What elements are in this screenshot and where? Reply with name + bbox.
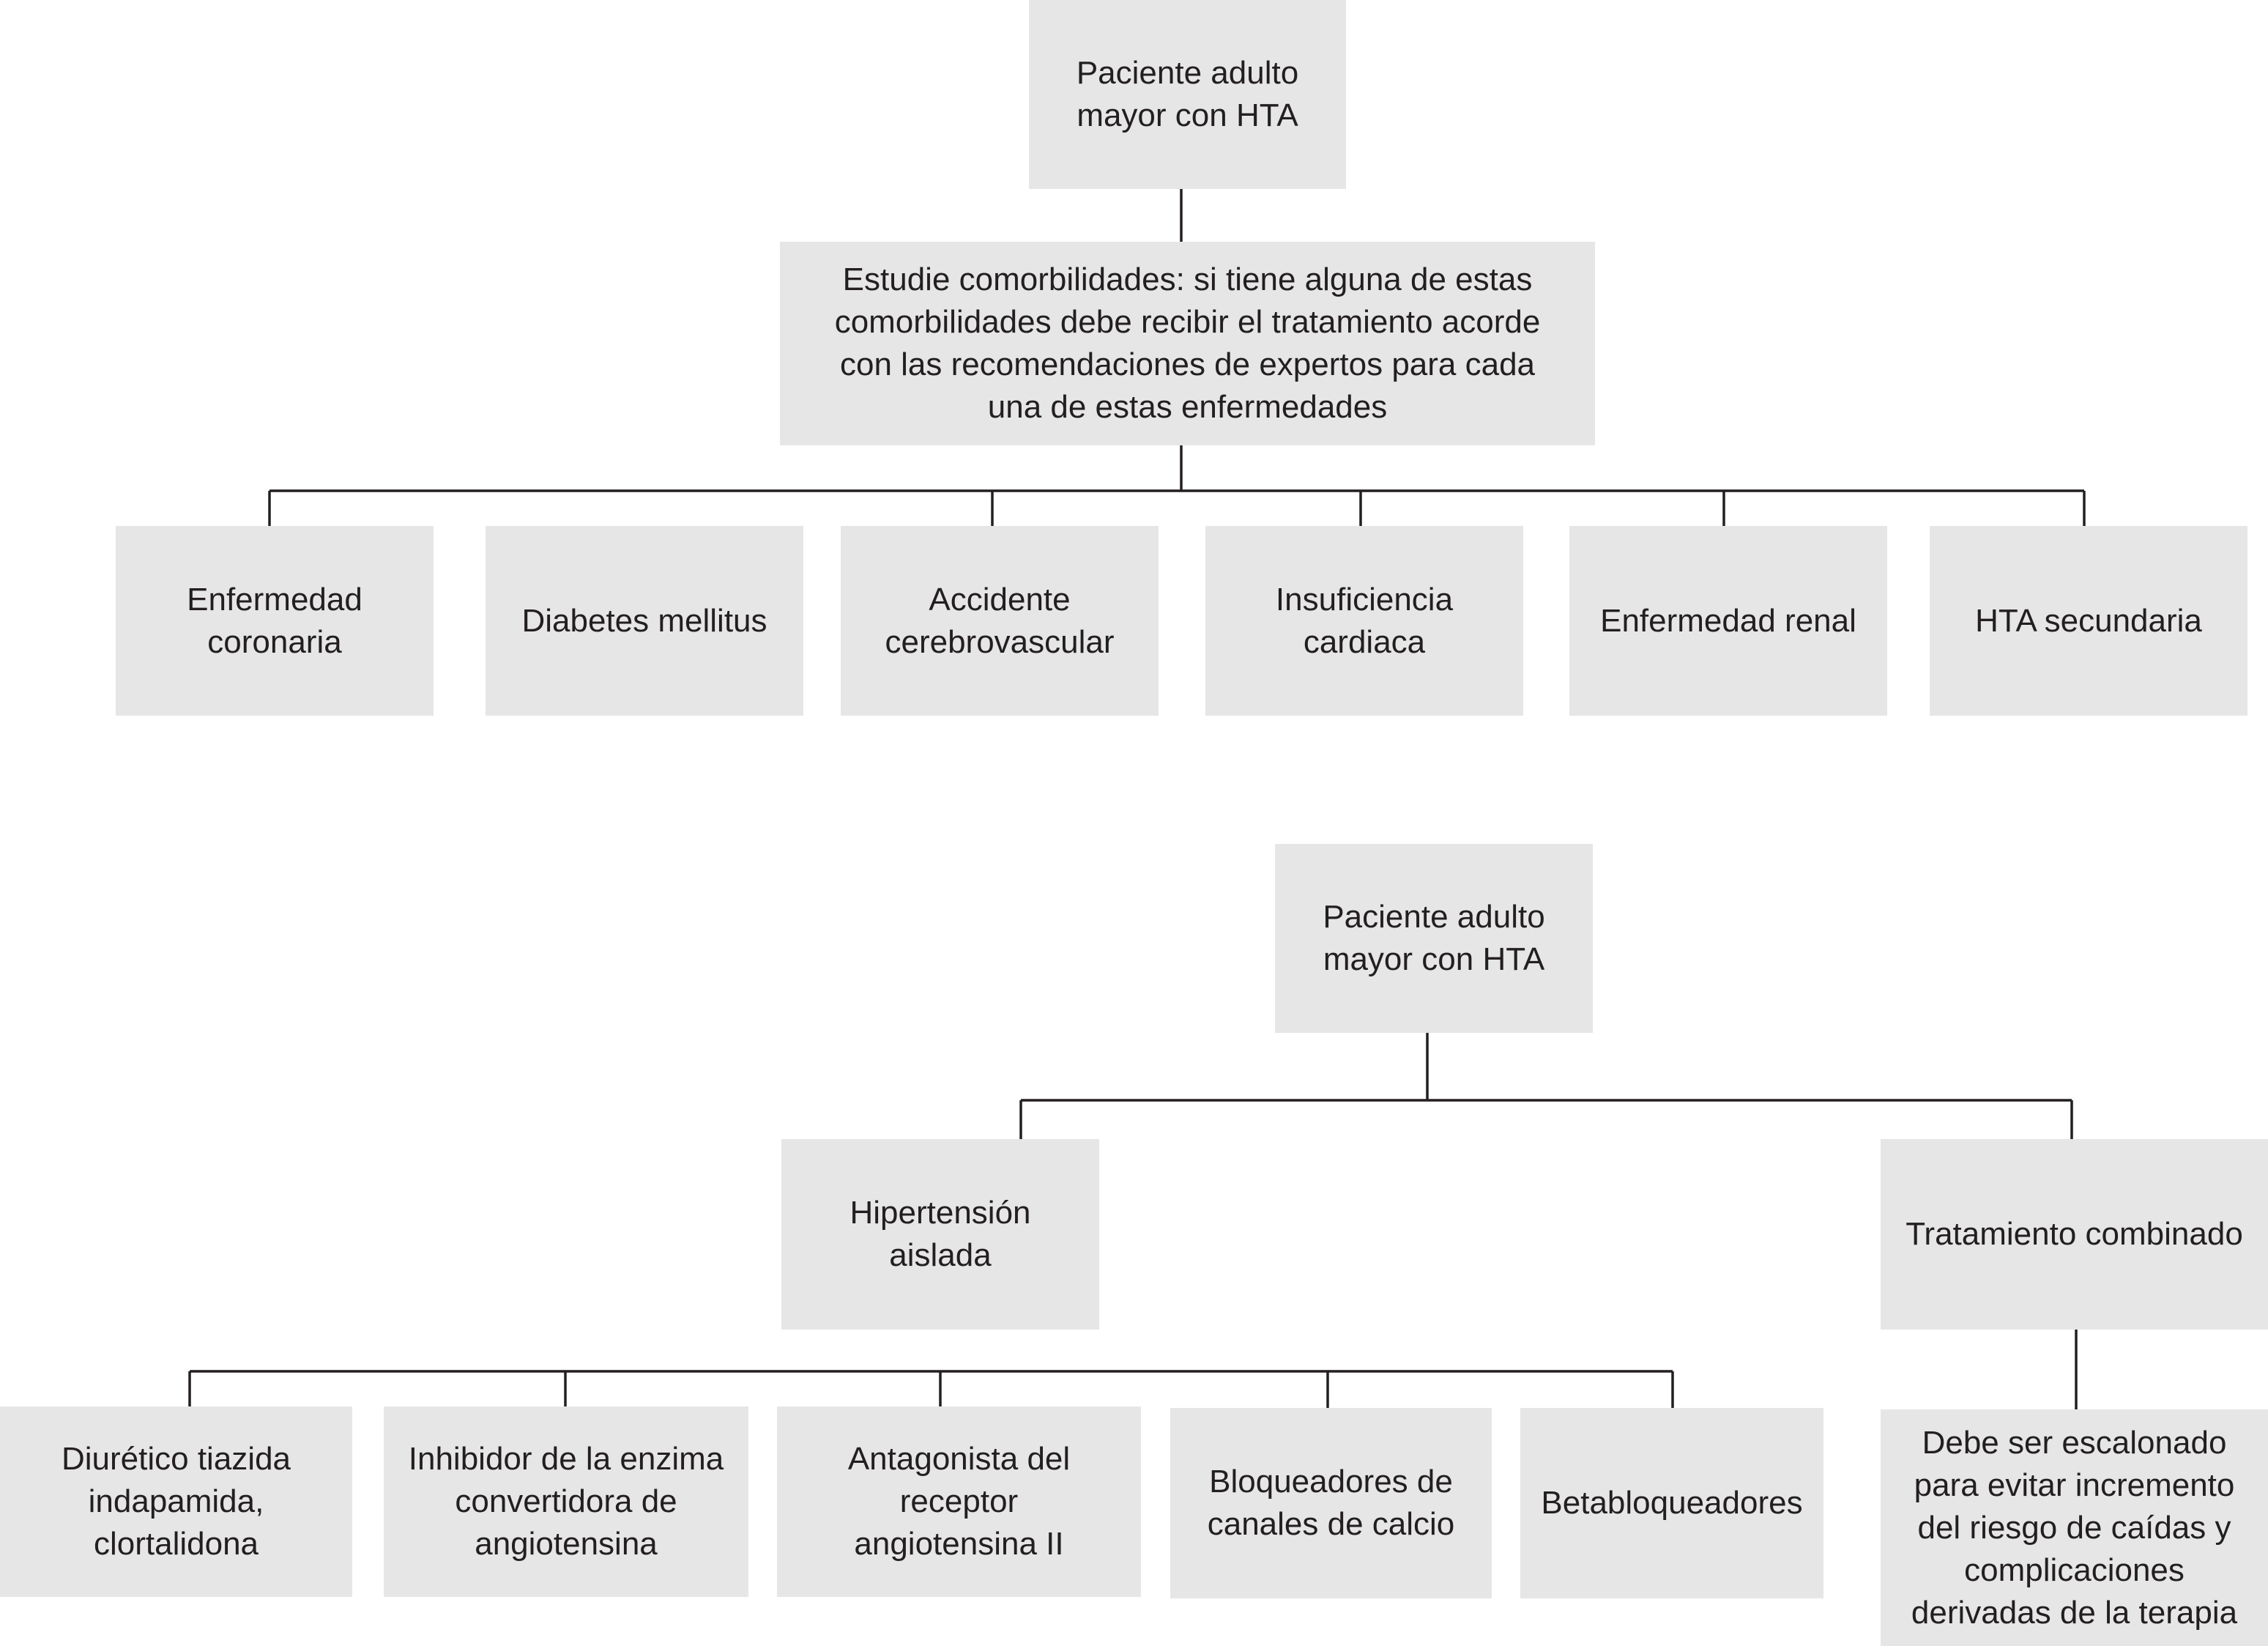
comorbidity-diabetes-mellitus: Diabetes mellitus [486, 526, 803, 716]
comorbidity-insuficiencia-cardiaca: Insuficiencia cardiaca [1205, 526, 1523, 716]
drug-antagonista-receptor-angiotensina: Antagonista del receptor angiotensina II [777, 1406, 1141, 1597]
comorbidity-accidente-cerebrovascular: Accidente cerebrovascular [841, 526, 1159, 716]
comorbidity-enfermedad-coronaria: Enfermedad coronaria [116, 526, 434, 716]
drug-betabloqueadores: Betabloqueadores [1520, 1408, 1823, 1598]
study-comorbidities-node: Estudie comorbilidades: si tiene alguna … [780, 242, 1595, 445]
root-node-paciente-2: Paciente adulto mayor con HTA [1275, 844, 1593, 1033]
node-hipertension-aislada: Hipertensión aislada [781, 1139, 1099, 1330]
comorbidity-hta-secundaria: HTA secundaria [1930, 526, 2247, 716]
node-escalonado-note: Debe ser escalonado para evitar incremen… [1881, 1409, 2268, 1646]
comorbidity-enfermedad-renal: Enfermedad renal [1569, 526, 1887, 716]
drug-inhibidor-enzima-convertidora: Inhibidor de la enzima convertidora de a… [384, 1406, 748, 1597]
drug-diuretico-tiazida: Diurético tiazida indapamida, clortalido… [0, 1406, 352, 1597]
root-node-paciente: Paciente adulto mayor con HTA [1029, 0, 1346, 189]
node-tratamiento-combinado: Tratamiento combinado [1881, 1139, 2268, 1330]
drug-bloqueadores-canales-calcio: Bloqueadores de canales de calcio [1170, 1408, 1492, 1598]
